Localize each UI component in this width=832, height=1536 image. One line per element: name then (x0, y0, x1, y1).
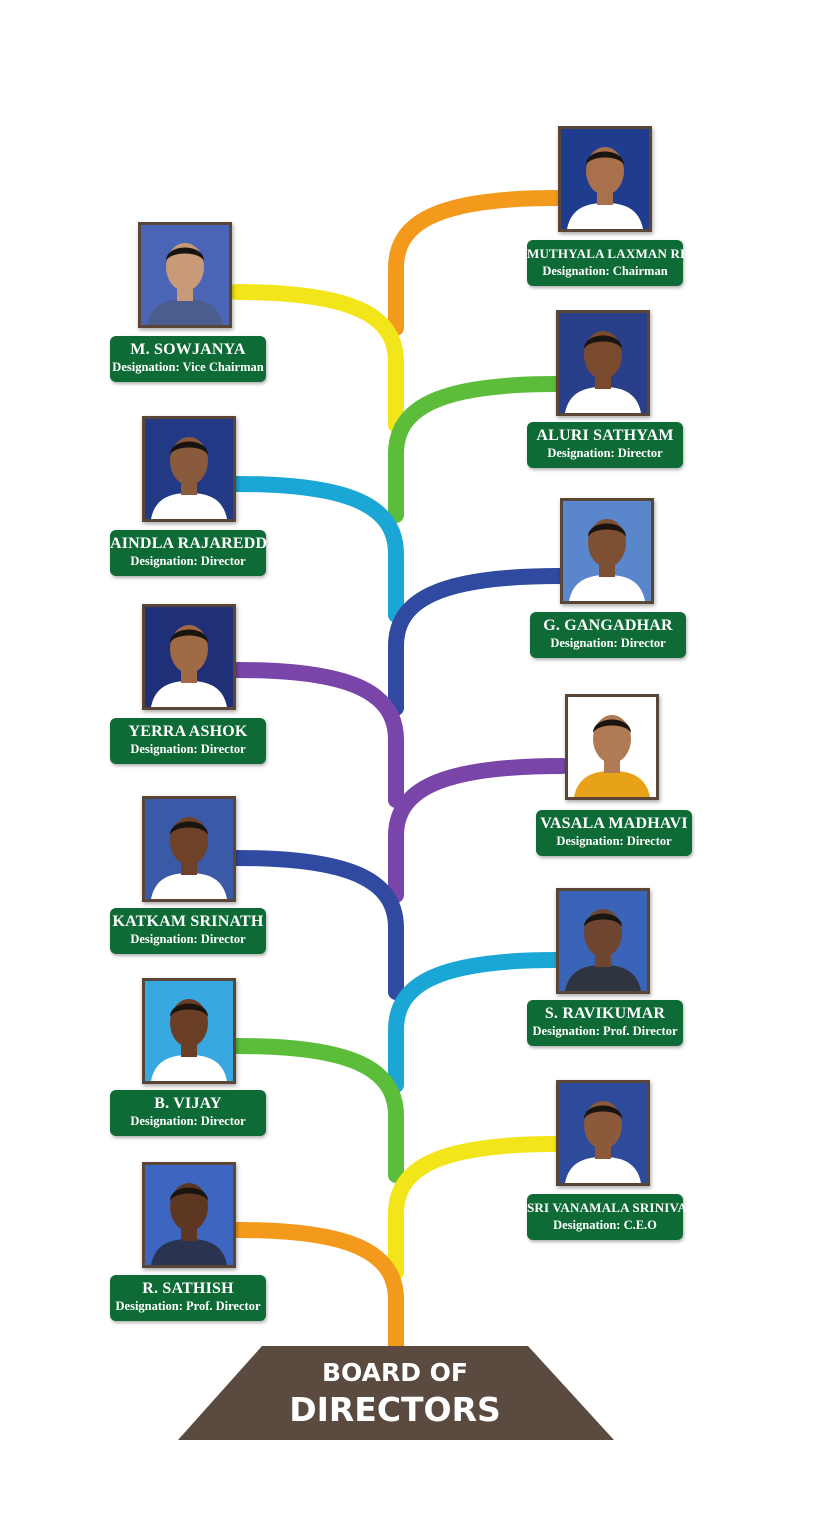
director-photo-sri-vanamala-srinivas (556, 1080, 650, 1186)
portrait-icon (563, 501, 651, 601)
director-label-b-vijay: B. VIJAY Designation: Director (110, 1090, 266, 1136)
director-designation: Designation: Director (556, 834, 672, 848)
director-label-vasala-madhavi: VASALA MADHAVI Designation: Director (536, 810, 692, 856)
branch-b-vijay (230, 1038, 404, 1183)
director-photo-aluri-sathyam (556, 310, 650, 416)
director-designation: Designation: Director (550, 636, 666, 650)
director-photo-yerra-ashok (142, 604, 236, 710)
branch-r-sathish (230, 1222, 404, 1356)
director-designation: Designation: Director (130, 554, 246, 568)
director-name: AINDLA RAJAREDDY (110, 535, 279, 552)
director-designation: Designation: Prof. Director (532, 1024, 678, 1038)
branch-vasala-madhavi (388, 758, 570, 903)
director-label-s-ravikumar: S. RAVIKUMAR Designation: Prof. Director (527, 1000, 683, 1046)
director-name: VASALA MADHAVI (540, 815, 688, 832)
board-base (178, 1346, 614, 1440)
branch-yerra-ashok (230, 662, 404, 808)
director-designation: Designation: Director (130, 932, 246, 946)
director-name: YERRA ASHOK (128, 723, 248, 740)
portrait-icon (145, 799, 233, 899)
director-name: G. GANGADHAR (543, 617, 673, 634)
director-label-r-sathish: R. SATHISH Designation: Prof. Director (110, 1275, 266, 1321)
director-name: ALURI SATHYAM (536, 427, 674, 444)
director-name: R. SATHISH (142, 1280, 234, 1297)
board-title-line2: DIRECTORS (289, 1390, 501, 1429)
director-name: SRI VANAMALA SRINIVAS (527, 1200, 695, 1215)
director-designation: Designation: Chairman (542, 264, 668, 278)
director-photo-katkam-srinath (142, 796, 236, 902)
branch-s-ravikumar (388, 952, 564, 1093)
director-designation: Designation: C.E.O (553, 1218, 657, 1232)
director-name: MUTHYALA LAXMAN REDDY (527, 246, 718, 261)
branch-g-gangadhar (388, 568, 568, 716)
director-designation: Designation: Prof. Director (115, 1299, 261, 1313)
director-photo-g-gangadhar (560, 498, 654, 604)
director-label-g-gangadhar: G. GANGADHAR Designation: Director (530, 612, 686, 658)
director-label-sri-vanamala-srinivas: SRI VANAMALA SRINIVAS Designation: C.E.O (527, 1194, 695, 1240)
director-photo-muthyala-laxman-reddy (558, 126, 652, 232)
director-photo-b-vijay (142, 978, 236, 1084)
director-designation: Designation: Vice Chairman (112, 360, 264, 374)
portrait-icon (145, 607, 233, 707)
director-photo-m-sowjanya (138, 222, 232, 328)
branch-muthyala-laxman-reddy (388, 190, 564, 336)
director-photo-aindla-rajareddy (142, 416, 236, 522)
director-designation: Designation: Director (130, 1114, 246, 1128)
director-label-yerra-ashok: YERRA ASHOK Designation: Director (110, 718, 266, 764)
director-designation: Designation: Director (547, 446, 663, 460)
director-label-katkam-srinath: KATKAM SRINATH Designation: Director (110, 908, 266, 954)
portrait-icon (141, 225, 229, 325)
director-designation: Designation: Director (130, 742, 246, 756)
branch-aluri-sathyam (388, 376, 564, 523)
director-photo-s-ravikumar (556, 888, 650, 994)
director-label-aluri-sathyam: ALURI SATHYAM Designation: Director (527, 422, 683, 468)
director-label-m-sowjanya: M. SOWJANYA Designation: Vice Chairman (110, 336, 266, 382)
portrait-icon (568, 697, 656, 797)
director-name: KATKAM SRINATH (112, 913, 264, 930)
portrait-icon (145, 419, 233, 519)
branch-katkam-srinath (230, 850, 404, 1000)
director-label-muthyala-laxman-reddy: MUTHYALA LAXMAN REDDY Designation: Chairm… (527, 240, 718, 286)
branch-aindla-rajareddy (230, 476, 404, 623)
director-label-aindla-rajareddy: AINDLA RAJAREDDY Designation: Director (110, 530, 279, 576)
board-title: BOARD OF DIRECTORS (230, 1358, 560, 1432)
director-name: M. SOWJANYA (130, 341, 246, 358)
director-photo-vasala-madhavi (565, 694, 659, 800)
director-name: B. VIJAY (154, 1095, 222, 1112)
portrait-icon (145, 1165, 233, 1265)
branch-sri-vanamala-srinivas (388, 1136, 564, 1280)
portrait-icon (559, 313, 647, 413)
portrait-icon (559, 1083, 647, 1183)
tree-branches (228, 190, 570, 1356)
director-photo-r-sathish (142, 1162, 236, 1268)
portrait-icon (561, 129, 649, 229)
board-title-line1: BOARD OF (321, 1358, 469, 1387)
portrait-icon (559, 891, 647, 991)
director-name: S. RAVIKUMAR (544, 1005, 666, 1022)
branch-m-sowjanya (228, 284, 404, 433)
portrait-icon (145, 981, 233, 1081)
